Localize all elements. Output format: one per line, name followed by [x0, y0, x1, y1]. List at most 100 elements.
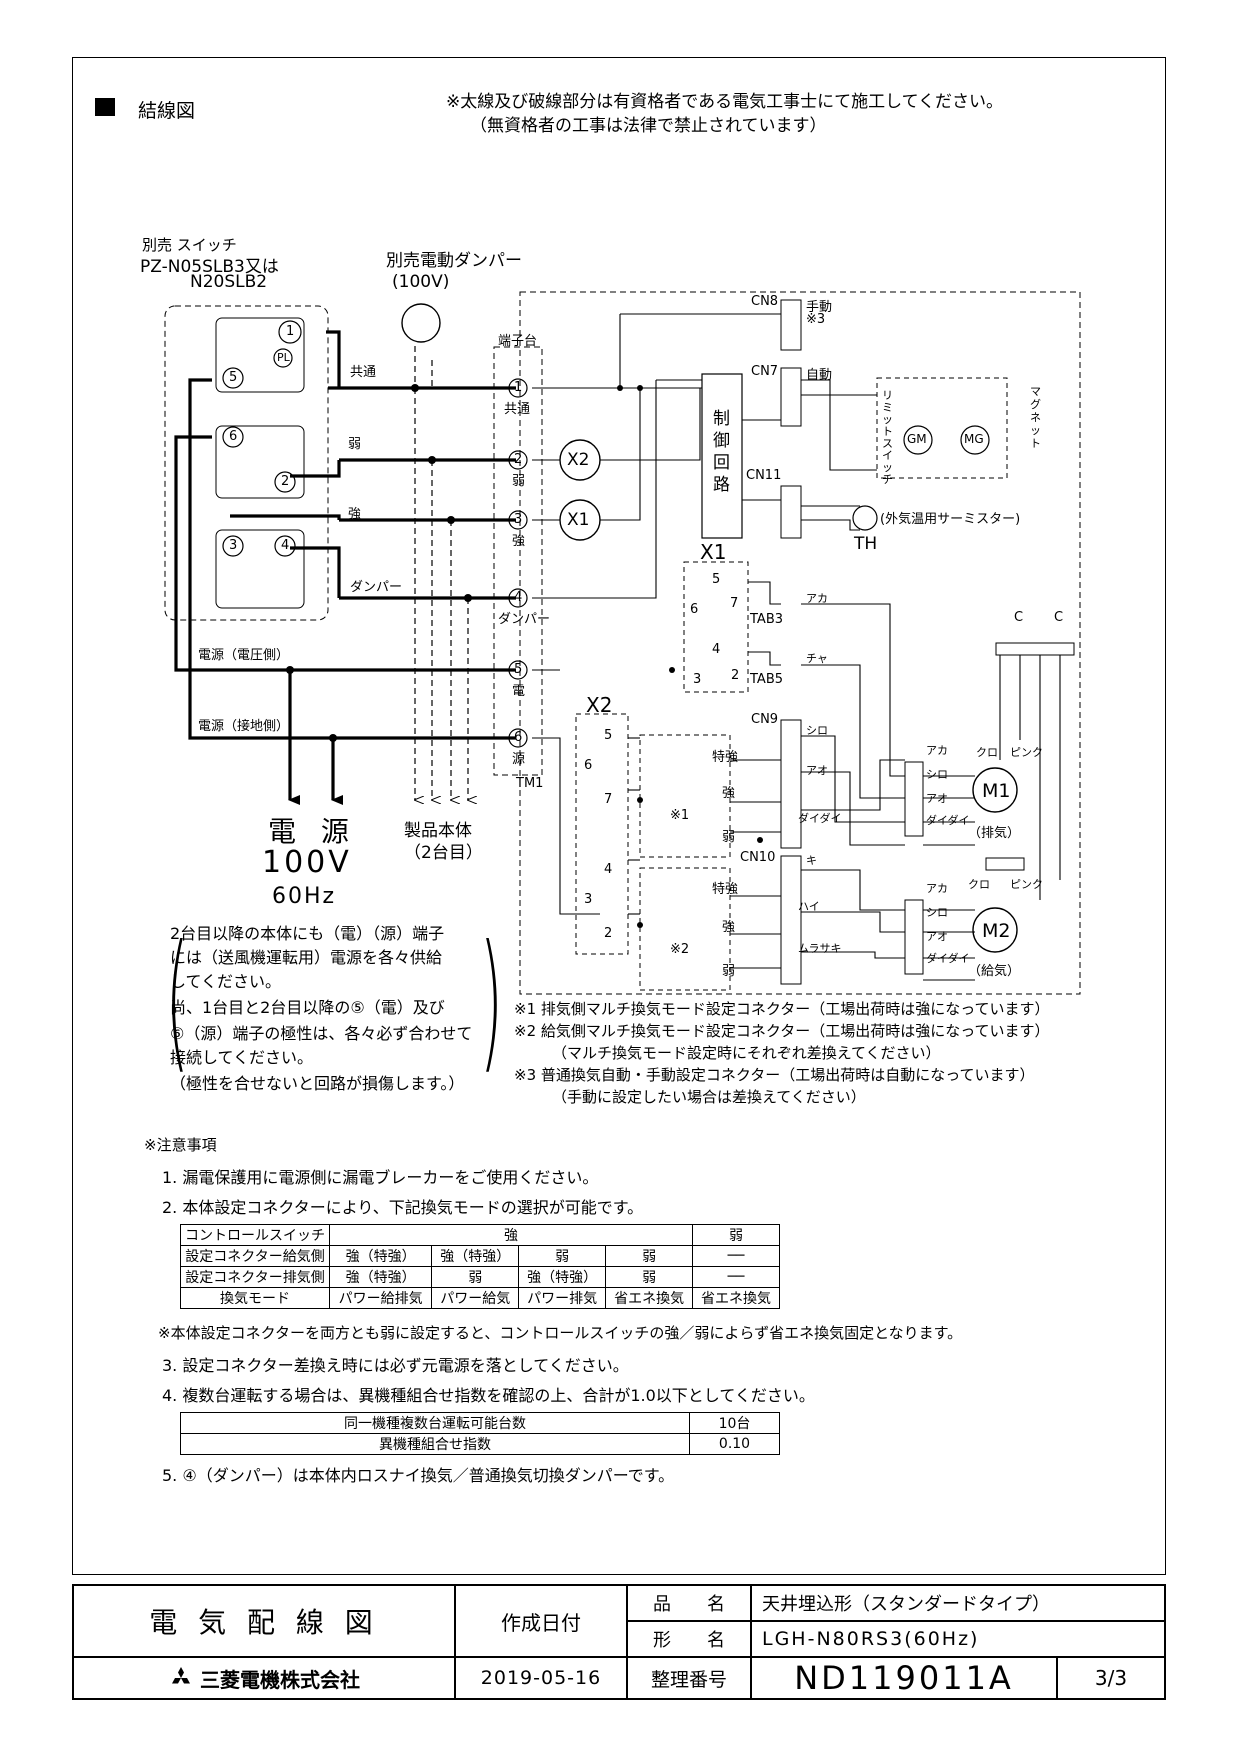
product-name-label: 品 名 — [627, 1585, 751, 1621]
m1-pink: ピンク — [1010, 746, 1043, 759]
wire-power-ground: 電源（接地側） — [198, 719, 290, 734]
tb-2-label: 弱 — [512, 474, 526, 489]
table-cell: 設定コネクター給気側 — [180, 1245, 330, 1267]
switch-label-2: PZ-N05SLB3又は — [140, 257, 279, 277]
x2-c6: 6 — [584, 758, 593, 773]
m1-blue: アオ — [926, 792, 948, 805]
cn9-orange: ダイダイ — [798, 812, 842, 825]
m1-black: クロ — [976, 746, 998, 759]
m1-tokkyo: 特強 — [712, 750, 739, 765]
relay-coil-x2-label: X2 — [567, 450, 590, 470]
gm-label: GM — [907, 432, 927, 446]
tb-2: 2 — [514, 452, 523, 467]
power-label: 電 源 — [268, 815, 357, 848]
note-3: 3. 設定コネクター差換え時には必ず元電源を落としてください。 — [162, 1356, 629, 1375]
m1-orange: ダイダイ — [926, 814, 970, 827]
product-label-2: （2台目） — [404, 843, 483, 863]
table-cell: 強（特強） — [328, 1245, 433, 1267]
table-cell: 異機種組合せ指数 — [180, 1433, 690, 1455]
warning-line1: ※太線及び破線部分は有資格者である電気工事士にて施工してください。 — [446, 92, 1004, 112]
table-cell: 10台 — [689, 1412, 780, 1434]
footnote-1: ※1 排気側マルチ換気モード設定コネクター（工場出荷時は強になっています） — [514, 1000, 1050, 1018]
motor-m1 — [972, 767, 1018, 813]
tb-6: 6 — [514, 730, 523, 745]
m1-text: M1 — [982, 780, 1011, 802]
bracket-note-4: 尚、1台目と2台目以降の⑤（電）及び — [170, 998, 445, 1017]
damper-label-2: (100V) — [392, 272, 450, 292]
drawing-frame — [72, 57, 1166, 1575]
switch-terminal-6: 6 — [229, 429, 238, 444]
section-title: 結線図 — [138, 100, 196, 122]
m2-red: アカ — [926, 882, 948, 895]
cn9-label: CN9 — [751, 712, 779, 727]
switch-terminal-4: 4 — [281, 538, 290, 553]
tb-3-label: 強 — [512, 534, 526, 549]
m1-note: ※1 — [670, 808, 690, 823]
footnote-3: （マルチ換気モード設定時にそれぞれ差換えてください） — [552, 1044, 941, 1062]
th-label: TH — [854, 534, 878, 554]
note-1: 1. 漏電保護用に電源側に漏電ブレーカーをご使用ください。 — [162, 1168, 599, 1187]
unit-outline — [519, 291, 1081, 995]
x2-c4: 4 — [604, 862, 613, 877]
manual-label: 手動 — [806, 300, 833, 315]
product-label-1: 製品本体 — [404, 821, 472, 841]
table-cell: 設定コネクター排気側 — [180, 1266, 330, 1288]
m2-pink: ピンク — [1010, 878, 1043, 891]
table-cell: 0.10 — [689, 1433, 780, 1455]
table-cell: 強（特強） — [431, 1245, 520, 1267]
mode-table: コントロールスイッチ 強 弱 設定コネクター給気側 強（特強） 強（特強） 弱 … — [180, 1224, 780, 1309]
m2-note: ※2 — [670, 942, 690, 957]
cap-c2: C — [1054, 610, 1064, 625]
tb-4: 4 — [514, 590, 523, 605]
company-name: 三菱電機株式会社 — [73, 1657, 455, 1699]
tb-6-label: 源 — [512, 752, 526, 767]
footnote-4: ※3 普通換気自動・手動設定コネクター（工場出荷時は自動になっています） — [514, 1066, 1035, 1084]
table-cell: 強（特強） — [518, 1266, 607, 1288]
x1-c6: 6 — [690, 602, 699, 617]
m2-orange: ダイダイ — [926, 952, 970, 965]
m2-sub: （給気） — [968, 964, 1021, 979]
table-cell: パワー給排気 — [328, 1287, 433, 1309]
table-cell: ── — [692, 1266, 780, 1288]
table-row: 同一機種複数台運転可能台数 10台 — [180, 1412, 780, 1434]
switch-panel-mid — [215, 425, 305, 499]
table-cell: パワー排気 — [518, 1287, 607, 1309]
x1-c7: 7 — [730, 596, 739, 611]
switch-terminal-3: 3 — [229, 538, 238, 553]
table-row: 設定コネクター排気側 強（特強） 弱 強（特強） 弱 ── — [180, 1266, 780, 1288]
date-label: 作成日付 — [455, 1585, 627, 1657]
auto-label: 自動 — [806, 368, 833, 383]
terminal-block — [493, 346, 543, 776]
tb-1: 1 — [514, 380, 523, 395]
x1-c4: 4 — [712, 642, 721, 657]
x1-c2: 2 — [731, 668, 740, 683]
relay-x1-label: X1 — [700, 540, 727, 564]
x2-c2: 2 — [604, 926, 613, 941]
x2-c5: 5 — [604, 728, 613, 743]
cn9-blue: アオ — [806, 764, 828, 777]
m1-kyo: 強 — [722, 786, 736, 801]
m2-blue: アオ — [926, 930, 948, 943]
motor-m2 — [972, 907, 1018, 953]
m2-white: シロ — [926, 906, 948, 919]
footnote-2: ※2 給気側マルチ換気モード設定コネクター（工場出荷時は強になっています） — [514, 1022, 1050, 1040]
relay-coil-x1-label: X1 — [567, 510, 590, 530]
footnote-5: （手動に設定したい場合は差換えてください） — [552, 1088, 866, 1106]
sheet-number: 3/3 — [1057, 1657, 1165, 1699]
tb-3: 3 — [514, 512, 523, 527]
mg-label: MG — [964, 432, 984, 446]
m1-red: アカ — [926, 744, 948, 757]
switch-pl: PL — [277, 351, 290, 364]
table-cell: 弱 — [518, 1245, 607, 1267]
section-marker — [95, 98, 115, 116]
relay-x2-label: X2 — [586, 693, 613, 717]
cap-c1: C — [1014, 610, 1024, 625]
table-cell: 強（特強） — [328, 1266, 433, 1288]
relay-coil-x2 — [559, 439, 601, 481]
switch-label-1: 別売 スイッチ — [142, 236, 237, 254]
bracket-note-5: ⑥（源）端子の極性は、各々必ず合わせて — [170, 1024, 473, 1043]
combination-table: 同一機種複数台運転可能台数 10台 異機種組合せ指数 0.10 — [180, 1412, 780, 1455]
table-cell: 弱 — [605, 1245, 694, 1267]
product-name: 天井埋込形（スタンダードタイプ） — [751, 1585, 1165, 1621]
damper-label-1: 別売電動ダンパー — [386, 251, 522, 271]
